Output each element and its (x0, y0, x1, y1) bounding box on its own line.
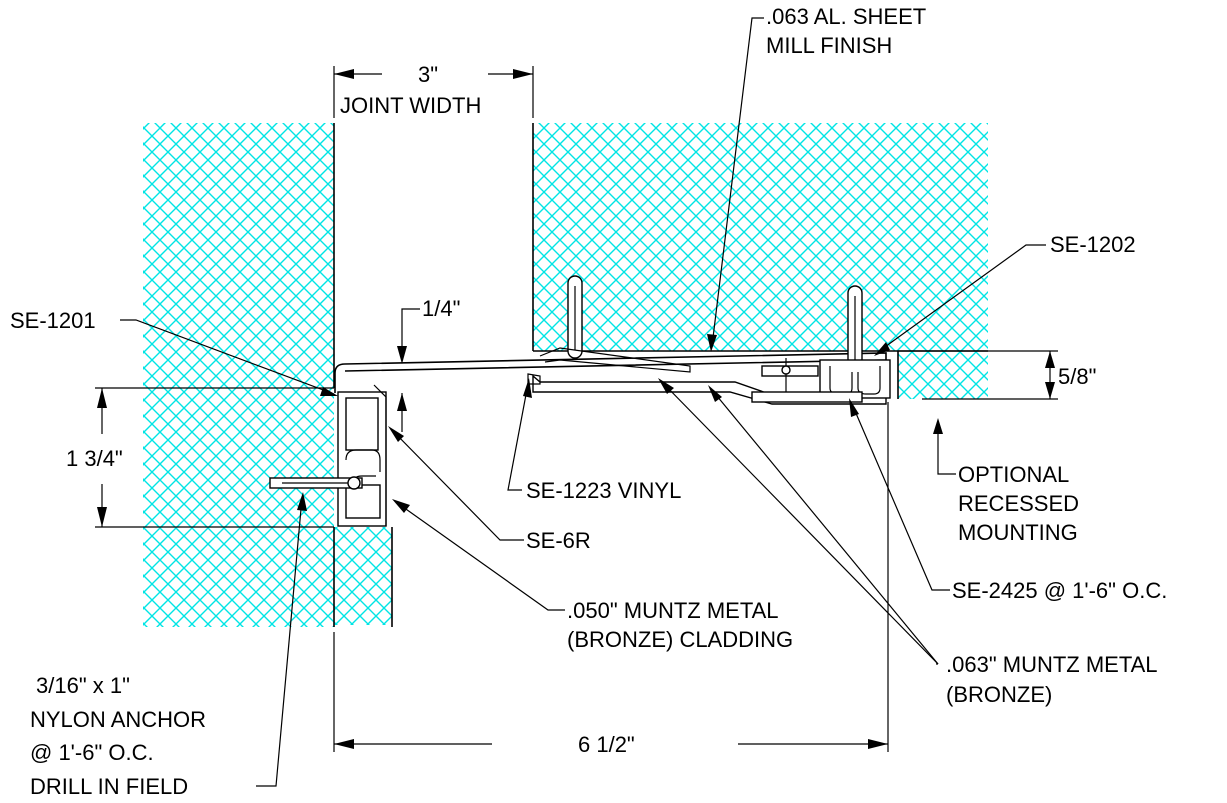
se-2425-label: SE-2425 @ 1'-6" O.C. (952, 578, 1167, 603)
anchor-bolt-right (847, 285, 863, 370)
height-left-label: 1 3/4" (66, 446, 123, 471)
se-1223-vinyl (527, 373, 541, 385)
dim-gap (397, 308, 420, 432)
anchor-bolt-mid (567, 275, 583, 359)
optional-label-line2: RECESSED (958, 491, 1079, 516)
muntz-063-label-line2: (BRONZE) (946, 682, 1052, 707)
anchor-label-line3: @ 1'-6" O.C. (30, 740, 154, 765)
se-1202-label: SE-1202 (1050, 232, 1136, 257)
anchor-label-line4: DRILL IN FIELD (30, 774, 188, 799)
dim-joint-width (333, 66, 534, 118)
concrete-substrate-left (143, 123, 392, 627)
gap-label: 1/4" (422, 296, 460, 321)
leader-lines (120, 17, 1046, 787)
joint-width-label: JOINT WIDTH (340, 93, 481, 118)
anchor-label-line2: NYLON ANCHOR (30, 707, 206, 732)
dim-height-right (898, 350, 1058, 400)
height-right-label: 5/8" (1058, 364, 1096, 389)
se-1201-label: SE-1201 (10, 308, 96, 333)
se-6r-label: SE-6R (526, 528, 591, 553)
anchor-label-line1: 3/16" x 1" (36, 673, 130, 698)
muntz-050-label-line1: .050" MUNTZ METAL (567, 598, 779, 623)
muntz-metal-plate-upper (539, 347, 691, 373)
joint-width-value: 3" (418, 62, 438, 87)
aluminum-cover-sheet (334, 352, 887, 393)
al-sheet-label-line2: MILL FINISH (766, 33, 892, 58)
se-1223-label: SE-1223 VINYL (526, 478, 681, 503)
se-6r-frame (337, 384, 387, 527)
se-1202-frame (751, 358, 891, 403)
optional-label-line1: OPTIONAL (958, 462, 1069, 487)
dim-overall-width (333, 402, 889, 752)
concrete-substrate-right (533, 123, 988, 399)
al-sheet-label-line1: .063 AL. SHEET (766, 4, 926, 29)
nylon-anchor-left (269, 476, 363, 490)
muntz-063-label-line1: .063" MUNTZ METAL (946, 652, 1158, 677)
dim-height-left (95, 387, 334, 528)
overall-width-label: 6 1/2" (578, 732, 635, 757)
muntz-050-label-line2: (BRONZE) CLADDING (567, 627, 793, 652)
optional-label-line3: MOUNTING (958, 520, 1078, 545)
